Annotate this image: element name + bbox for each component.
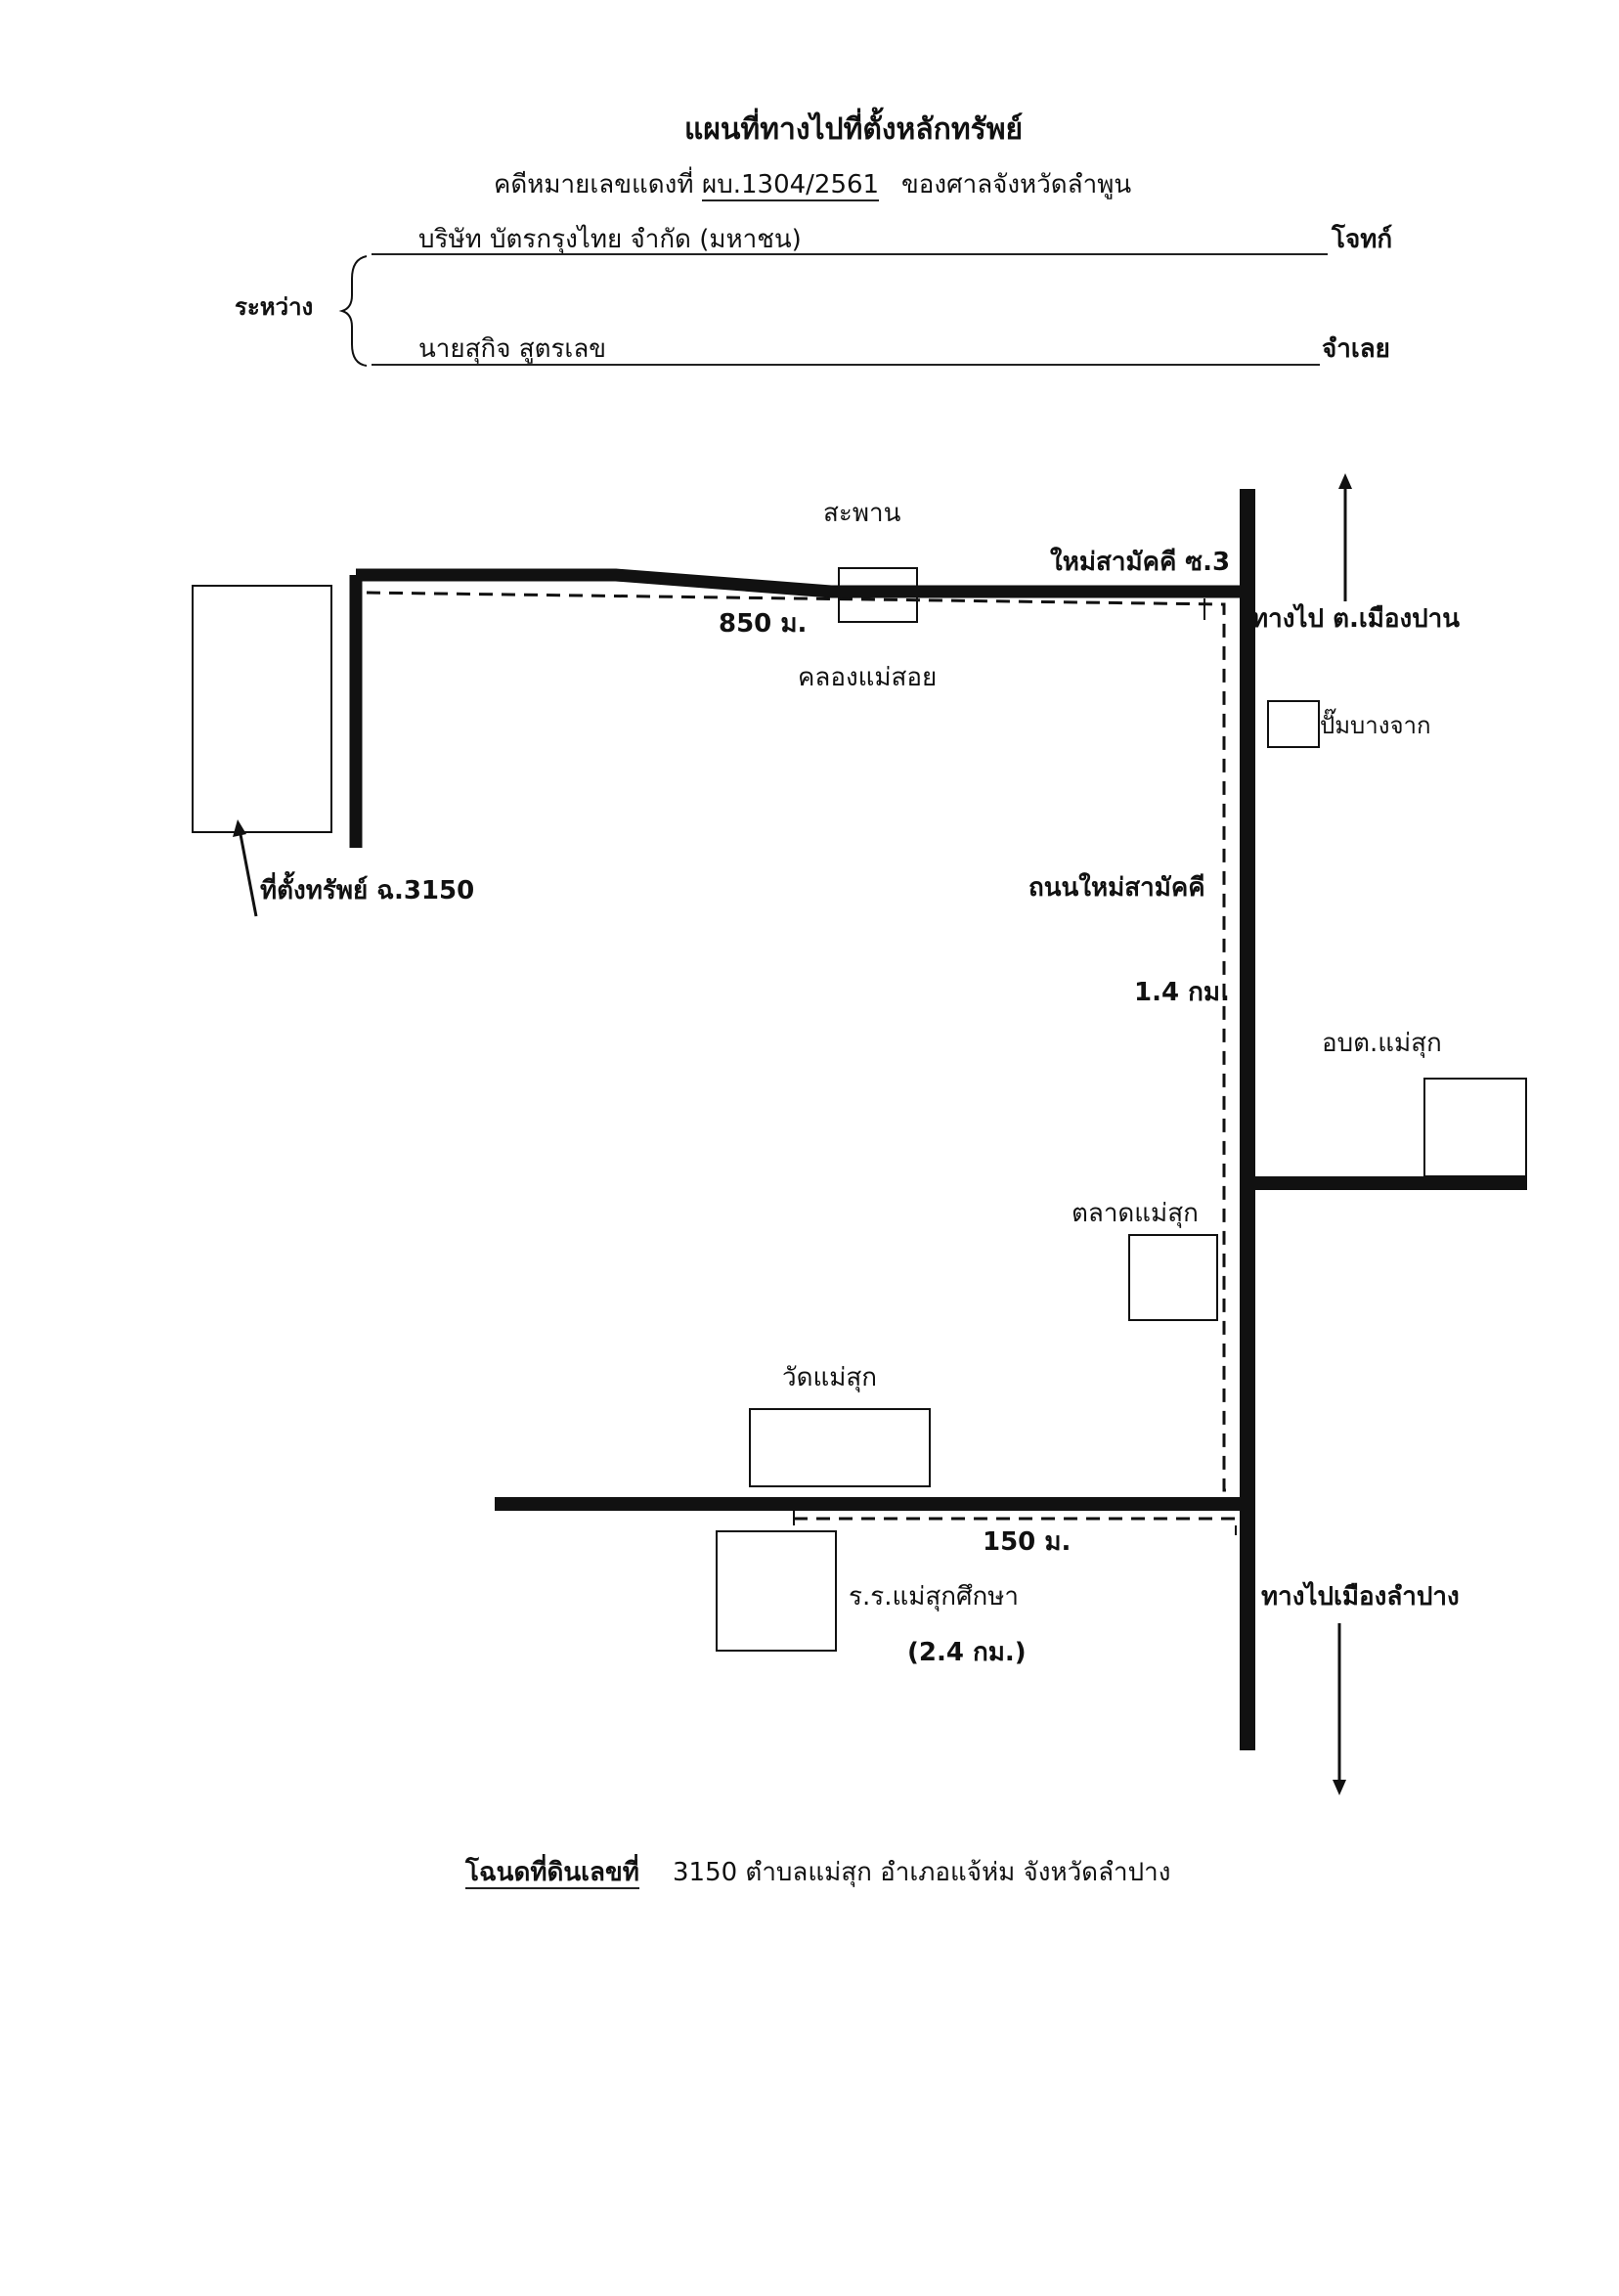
plaintiff-role: โจทก์ (1332, 225, 1393, 254)
deed-label: โฉนดที่ดินเลขที่ (465, 1858, 639, 1889)
to-lampang-label: ทางไปเมืองลำปาง (1261, 1582, 1460, 1612)
bridge-label: สะพาน (823, 499, 901, 528)
arrow-down-icon (1333, 1623, 1346, 1795)
school-label: ร.ร.แม่สุกศึกษา (849, 1582, 1019, 1612)
between-label: ระหว่าง (235, 293, 314, 321)
temple-label: วัดแม่สุก (782, 1363, 877, 1392)
soi-road (356, 568, 1247, 598)
market-marker (1128, 1234, 1218, 1321)
arrow-up-icon (1338, 473, 1352, 601)
distance-150-label: 150 ม. (983, 1527, 1072, 1557)
temple-marker (749, 1408, 931, 1487)
school-marker (716, 1530, 837, 1652)
distance-850-label: 850 ม. (719, 609, 808, 639)
plaintiff-name: บริษัท บัตรกรุงไทย จำกัด (มหาชน) (418, 225, 802, 254)
defendant-line (372, 364, 1320, 366)
route-path (366, 591, 1234, 1492)
sao-label: อบต.แม่สุก (1322, 1029, 1442, 1058)
property-label: ที่ตั้งทรัพย์ ฉ.3150 (260, 876, 475, 905)
property-pointer-icon (233, 819, 258, 917)
deed-text: 3150 ตำบลแม่สุก อำเภอแจ้ห่ม จังหวัดลำปาง (673, 1858, 1171, 1887)
soi-label: ใหม่สามัคคี ซ.3 (1050, 548, 1231, 577)
road-label: ถนนใหม่สามัคคี (1028, 873, 1205, 903)
distance-24-label: (2.4 กม.) (907, 1638, 1027, 1667)
to-muang-pan-label: ทางไป ต.เมืองปาน (1251, 604, 1461, 634)
distance-14-label: 1.4 กม. (1134, 978, 1230, 1007)
defendant-name: นายสุกิจ สูตรเลข (418, 334, 607, 364)
property-plot (192, 585, 332, 833)
gas-station-marker (1267, 700, 1320, 748)
case-number: ผบ.1304/2561 (702, 170, 880, 201)
market-label: ตลาดแม่สุก (1072, 1199, 1199, 1228)
bridge-marker (838, 567, 918, 623)
page-title: แผนที่ทางไปที่ตั้งหลักทรัพย์ (684, 112, 1024, 147)
defendant-role: จำเลย (1322, 334, 1390, 364)
canal-label: คลองแม่สอย (798, 663, 938, 692)
plaintiff-line (372, 253, 1328, 255)
gas-station-label: ปั๊มบางจาก (1320, 712, 1431, 739)
sao-marker (1423, 1078, 1527, 1177)
court-name: ของศาลจังหวัดลำพูน (901, 170, 1132, 199)
case-prefix: คดีหมายเลขแดงที่ (494, 170, 694, 199)
between-brace (338, 255, 368, 367)
